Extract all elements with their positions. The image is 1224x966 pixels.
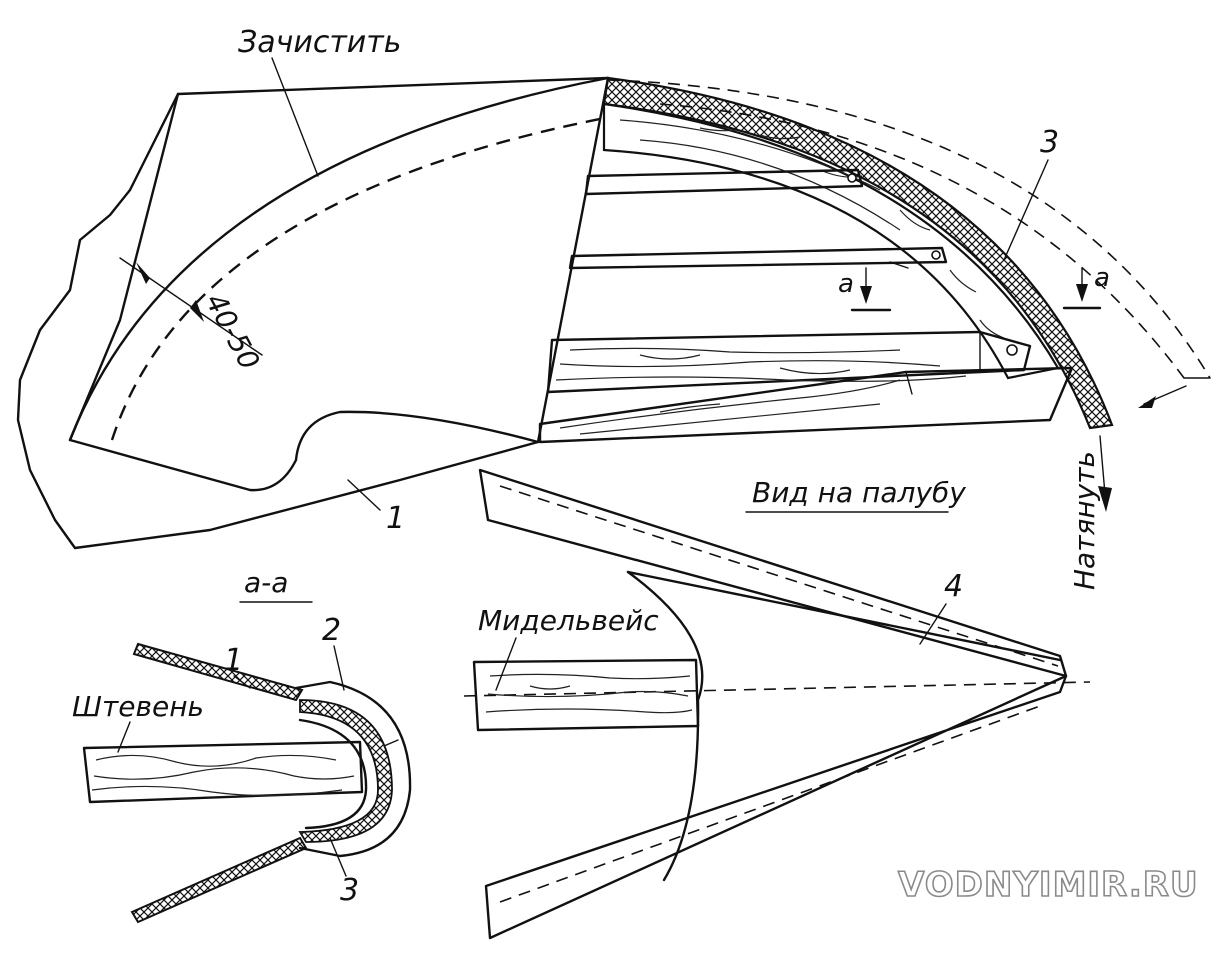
timber-beam <box>546 330 1032 394</box>
stringer-1-pin <box>847 173 857 183</box>
stringer-2-link <box>889 261 909 269</box>
section-part-3-leader <box>329 837 347 877</box>
lower-plank-dash <box>499 705 1041 903</box>
deck-view-label: Вид на палубу <box>752 476 966 509</box>
deck-center-line <box>463 681 1091 697</box>
sheet-outline <box>68 76 610 492</box>
upper-plank-dash <box>499 485 1059 667</box>
strut-end <box>905 371 913 395</box>
section-mark-left: а <box>838 269 854 299</box>
pull-arrow-head <box>1138 396 1156 408</box>
part-3-leader <box>1003 159 1049 261</box>
section-title: а-а <box>244 566 288 599</box>
dimension-label: 40-50 <box>199 288 266 375</box>
timber-beam-pin <box>1006 344 1018 356</box>
midship-leader <box>495 637 517 691</box>
section-stem <box>82 740 364 804</box>
section-part-2-leader <box>333 645 345 691</box>
deck-upper-edge <box>626 570 1062 662</box>
hull-shell-hatched <box>602 76 1114 430</box>
section-part-1-leader <box>233 675 251 689</box>
diagonal-strut-grain <box>559 379 901 435</box>
section-wrap-outer <box>294 680 412 858</box>
timber-beam-grain <box>555 347 967 382</box>
lower-plank <box>484 674 1068 940</box>
part-4-leader <box>919 603 947 645</box>
stem-leader <box>117 721 131 753</box>
sheet-torn-edge <box>16 92 540 550</box>
section-a-a: а-а 1 2 3 Штевень <box>72 566 412 924</box>
section-stem-grain <box>91 754 355 797</box>
pull-label: Натянуть <box>1068 451 1101 590</box>
section-wrap-inner <box>298 718 368 830</box>
stringer-2-pin <box>931 250 941 260</box>
part-1-leader <box>347 479 381 511</box>
dimension-arrow-1 <box>136 262 150 284</box>
dashed-arc-inner <box>110 116 606 441</box>
section-upper-skin <box>132 642 304 702</box>
clean-leader <box>271 57 319 177</box>
section-wrap-hatched <box>298 699 393 843</box>
pull-arrow-down <box>1098 486 1112 512</box>
stem-label: Штевень <box>72 690 204 723</box>
watermark: VODNYIMIR.RU <box>898 865 1199 905</box>
dashed-arc-outer-2 <box>659 103 1185 379</box>
stringer-2 <box>568 246 948 270</box>
dashed-arc-outer-1 <box>607 79 1211 379</box>
midship-label: Мидельвейс <box>478 604 659 637</box>
dimension-arrow-2 <box>190 300 204 322</box>
part-3-label: 3 <box>1040 125 1059 160</box>
deck-view: Вид на палубу Мидельвейс 4 <box>463 468 1091 940</box>
midship-grain <box>485 673 693 714</box>
section-part-2: 2 <box>322 613 341 648</box>
part-4-label: 4 <box>944 569 963 604</box>
trim-arc <box>68 76 610 442</box>
section-lower-skin <box>130 836 308 924</box>
stem-grain <box>619 119 1005 339</box>
diagonal-strut <box>538 366 1074 444</box>
stringer-1 <box>584 168 864 196</box>
section-mark-right: а <box>1094 263 1110 293</box>
clean-label: Зачистить <box>238 25 401 60</box>
midship-timber <box>472 658 700 732</box>
top-view: 40-50 Зачистить Натянуть 3 а а <box>16 25 1211 590</box>
section-part-1: 1 <box>224 643 243 678</box>
part-1-label: 1 <box>386 501 405 536</box>
section-part-3: 3 <box>340 873 359 908</box>
section-mark-left-head <box>860 286 872 304</box>
section-wrap-tick <box>383 739 399 747</box>
section-mark-right-head <box>1076 284 1088 302</box>
